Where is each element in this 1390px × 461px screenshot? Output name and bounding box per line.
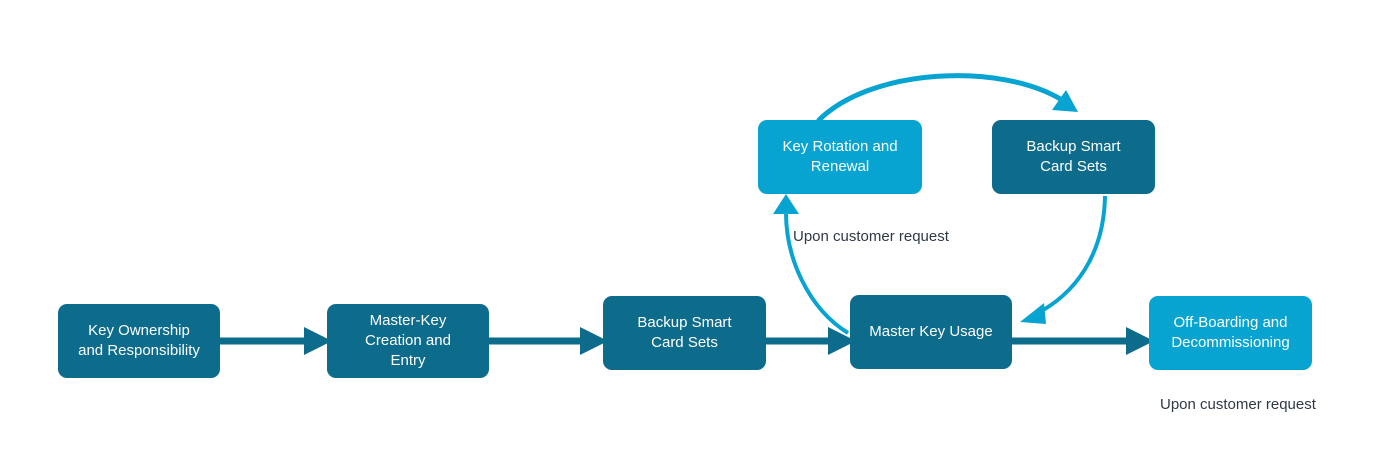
arrow-usage-to-rotation: [784, 212, 850, 335]
node-master-key-usage: Master Key Usage: [850, 295, 1012, 369]
node-key-rotation-label: Key Rotation and Renewal: [782, 138, 898, 175]
node-master-key-creation-label: Master-Key Creation and Entry: [365, 312, 451, 369]
node-backup-smart-cards-loop-label: Backup Smart Card Sets: [1026, 138, 1121, 175]
arrow-rotation-to-backup: [816, 73, 1064, 123]
arrow-backup-to-usage-loop: [1035, 195, 1107, 316]
arrowhead-rotation: [773, 194, 799, 214]
node-backup-smart-cards: Backup Smart Card Sets: [603, 296, 766, 370]
arrowhead-usage: [1020, 303, 1046, 324]
node-key-rotation: Key Rotation and Renewal: [758, 120, 922, 194]
note-rotation-request: Upon customer request: [793, 228, 949, 245]
node-backup-smart-cards-label: Backup Smart Card Sets: [637, 314, 732, 351]
note-offboarding-request: Upon customer request: [1160, 396, 1316, 413]
node-master-key-creation: Master-Key Creation and Entry: [327, 304, 489, 378]
node-key-ownership: Key Ownership and Responsibility: [58, 304, 220, 378]
node-off-boarding: Off-Boarding and Decommissioning: [1149, 296, 1312, 370]
arrowhead-backup: [1052, 90, 1078, 112]
node-master-key-usage-label: Master Key Usage: [869, 323, 993, 340]
node-off-boarding-label: Off-Boarding and Decommissioning: [1171, 314, 1290, 351]
node-key-ownership-label: Key Ownership and Responsibility: [78, 322, 200, 359]
node-backup-smart-cards-loop: Backup Smart Card Sets: [992, 120, 1155, 194]
